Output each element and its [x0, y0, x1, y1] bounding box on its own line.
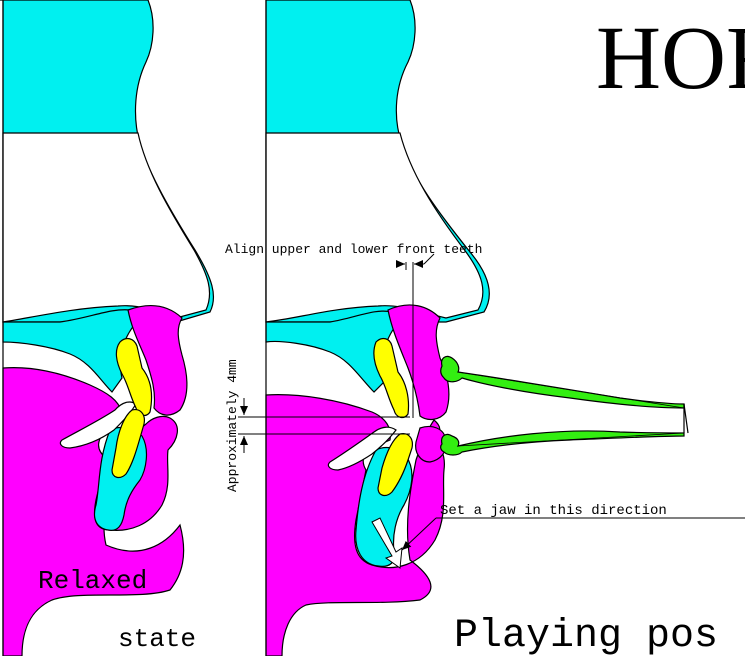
- mouthpiece-upper-rim: [441, 356, 684, 408]
- mouthpiece-lower-rim: [441, 431, 684, 455]
- align-teeth-label: Align upper and lower front teeth: [225, 242, 482, 257]
- gap-label: Approximately 4mm: [225, 359, 240, 492]
- page-title: HOR: [596, 9, 745, 108]
- relaxed-panel: [0, 0, 214, 656]
- mouthpiece: [441, 356, 688, 455]
- jaw-direction-label: Set a jaw in this direction: [440, 503, 667, 519]
- relaxed-face-white: [3, 133, 210, 322]
- mouthpiece-bore-top: [458, 372, 684, 408]
- relaxed-label-line1: Relaxed: [38, 566, 147, 596]
- playing-label: Playing pos: [454, 614, 718, 656]
- playing-panel: [266, 0, 489, 656]
- relaxed-label-line2: state: [118, 624, 196, 654]
